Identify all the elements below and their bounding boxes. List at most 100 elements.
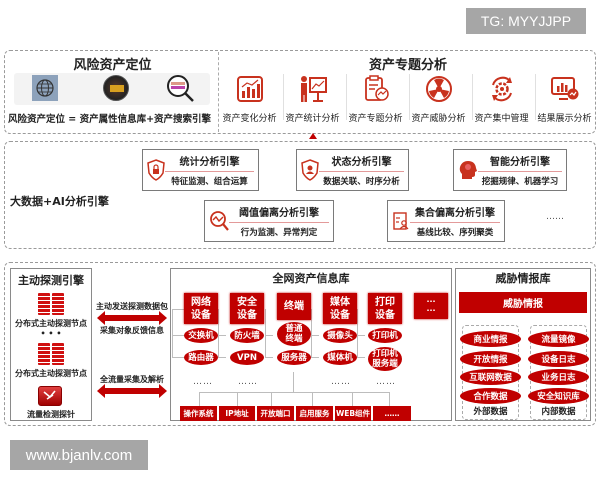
- presenter-chart-icon: [300, 76, 327, 102]
- risk-location-title: 风险资产定位: [73, 58, 152, 73]
- connector: [199, 392, 389, 393]
- radiation-icon: [425, 76, 452, 102]
- bottom-section: [4, 262, 596, 426]
- intel-partner[interactable]: 合作数据: [460, 388, 521, 404]
- arrow-label-send: 主动发送探测数据包: [96, 302, 168, 311]
- arrow-label-feedback: 采集对象反馈信息: [100, 326, 164, 335]
- attr-more[interactable]: ……: [373, 406, 411, 421]
- engine-card-threshold[interactable]: 阈值偏离分析引擎行为监测、异常判定: [204, 200, 334, 242]
- engine-card-smart[interactable]: 智能分析引擎挖掘规律、机器学习: [453, 149, 567, 191]
- engine-desc: 特征监测、组合运算: [171, 177, 248, 187]
- connector: [218, 357, 226, 358]
- threat-db-title: 威胁情报库: [495, 272, 551, 285]
- intel-open[interactable]: 开放情报: [460, 351, 521, 367]
- col-more: ……: [331, 377, 351, 387]
- intel-device-log[interactable]: 设备日志: [528, 351, 589, 367]
- category-network[interactable]: 网络设备: [184, 293, 218, 324]
- category-media[interactable]: 媒体设备: [323, 293, 357, 324]
- threat-intel-banner[interactable]: 威胁情报: [459, 292, 587, 313]
- divider: [472, 74, 473, 120]
- device-firewall[interactable]: 防火墙: [230, 328, 264, 343]
- connector: [352, 392, 353, 406]
- connector: [172, 309, 173, 357]
- watermark-top: TG: MYYJJPP: [466, 8, 586, 34]
- category-printer[interactable]: 打印设备: [368, 293, 402, 324]
- intel-traffic-mirror[interactable]: 流量镜像: [528, 331, 589, 347]
- engine-card-state[interactable]: 状态分析引擎数据关联、时序分析: [296, 149, 409, 191]
- attr-ports[interactable]: 开放端口: [257, 406, 294, 421]
- asset-db-title: 全网资产信息库: [272, 272, 350, 285]
- topic-label: 资产统计分析: [285, 114, 340, 124]
- connector: [265, 357, 273, 358]
- connector: [271, 392, 272, 406]
- attr-web[interactable]: WEB组件: [335, 406, 371, 421]
- topic-item-threat[interactable]: 资产威胁分析: [407, 75, 470, 124]
- category-more[interactable]: ······: [414, 293, 448, 319]
- device-server[interactable]: 服务器: [277, 350, 311, 365]
- connector: [172, 335, 186, 336]
- device-terminal[interactable]: 普通终端: [277, 322, 311, 346]
- attr-os[interactable]: 操作系统: [180, 406, 217, 421]
- connector: [265, 335, 273, 336]
- engine-desc: 挖掘规律、机器学习: [481, 177, 559, 187]
- intel-security-kb[interactable]: 安全知识库: [528, 388, 589, 404]
- ai-engine-title: 大数据+AI分析引擎: [10, 195, 109, 208]
- engine-desc: 基线比较、序列聚类: [416, 228, 494, 238]
- shield-lock-icon: [147, 159, 165, 181]
- bidirectional-arrow-icon: [97, 311, 167, 325]
- bidirectional-arrow-icon: [97, 384, 167, 398]
- shield-user-icon: [301, 159, 319, 181]
- connector: [357, 357, 365, 358]
- intel-commercial[interactable]: 商业情报: [460, 331, 521, 347]
- connector: [357, 309, 358, 357]
- topic-item-result[interactable]: 结果展示分析: [533, 75, 596, 124]
- probe-engine-title: 主动探测引擎: [18, 274, 84, 287]
- intel-business-log[interactable]: 业务日志: [528, 369, 589, 385]
- bar-line-chart-icon: [236, 76, 263, 102]
- server-node-icon: [38, 343, 64, 365]
- topic-label: 资产专题分析: [348, 114, 403, 124]
- risk-location-formula: 风险资产定位 = 资产属性信息库+资产搜索引擎: [8, 114, 212, 125]
- col-more: ……: [238, 377, 258, 387]
- top-divider: [218, 52, 219, 132]
- asset-tag-cloud-icon: [103, 75, 129, 101]
- category-security[interactable]: 安全设备: [230, 293, 264, 324]
- traffic-probe-label: 流量检测探针: [27, 410, 75, 419]
- device-vpn[interactable]: VPN: [230, 350, 264, 365]
- arrow-label-traffic: 全流量采集及解析: [100, 375, 164, 384]
- engine-title: 状态分析引擎: [319, 153, 404, 172]
- traffic-probe-icon: [38, 386, 62, 406]
- up-arrow-icon: [309, 133, 317, 139]
- category-terminal[interactable]: 终端: [277, 293, 311, 320]
- engine-title: 阈值偏离分析引擎: [229, 204, 329, 223]
- attr-ip[interactable]: IP地址: [219, 406, 255, 421]
- threat-db-box: [455, 268, 591, 421]
- attr-services[interactable]: 启用服务: [296, 406, 333, 421]
- server-node-icon: [38, 293, 64, 315]
- external-data-label: 外部数据: [473, 407, 508, 417]
- topic-item-change[interactable]: 资产变化分析: [218, 75, 281, 124]
- topic-item-stats[interactable]: 资产统计分析: [281, 75, 344, 124]
- device-media-player[interactable]: 媒体机: [323, 350, 357, 365]
- globe-icon: [32, 75, 58, 101]
- engine-desc: 数据关联、时序分析: [323, 177, 400, 187]
- engine-card-stats[interactable]: 统计分析引擎特征监测、组合运算: [142, 149, 259, 191]
- engine-card-set[interactable]: 集合偏离分析引擎基线比较、序列聚类: [387, 200, 505, 242]
- watermark-bottom: www.bjanlv.com: [10, 440, 148, 470]
- intel-internet[interactable]: 互联网数据: [460, 369, 521, 385]
- connector: [311, 335, 319, 336]
- topic-item-topic[interactable]: 资产专题分析: [344, 75, 407, 124]
- col-more: ……: [193, 377, 213, 387]
- topic-item-manage[interactable]: 资产集中管理: [470, 75, 533, 124]
- divider: [535, 74, 536, 120]
- device-switch[interactable]: 交换机: [184, 328, 218, 343]
- device-printer[interactable]: 打印机: [368, 328, 402, 343]
- device-camera[interactable]: 摄像头: [323, 328, 357, 343]
- device-print-server[interactable]: 打印机服务端: [368, 347, 402, 371]
- connector: [312, 392, 313, 406]
- connector: [237, 392, 238, 406]
- connector: [389, 392, 390, 406]
- device-router[interactable]: 路由器: [184, 350, 218, 365]
- divider: [283, 74, 284, 120]
- connector: [357, 335, 365, 336]
